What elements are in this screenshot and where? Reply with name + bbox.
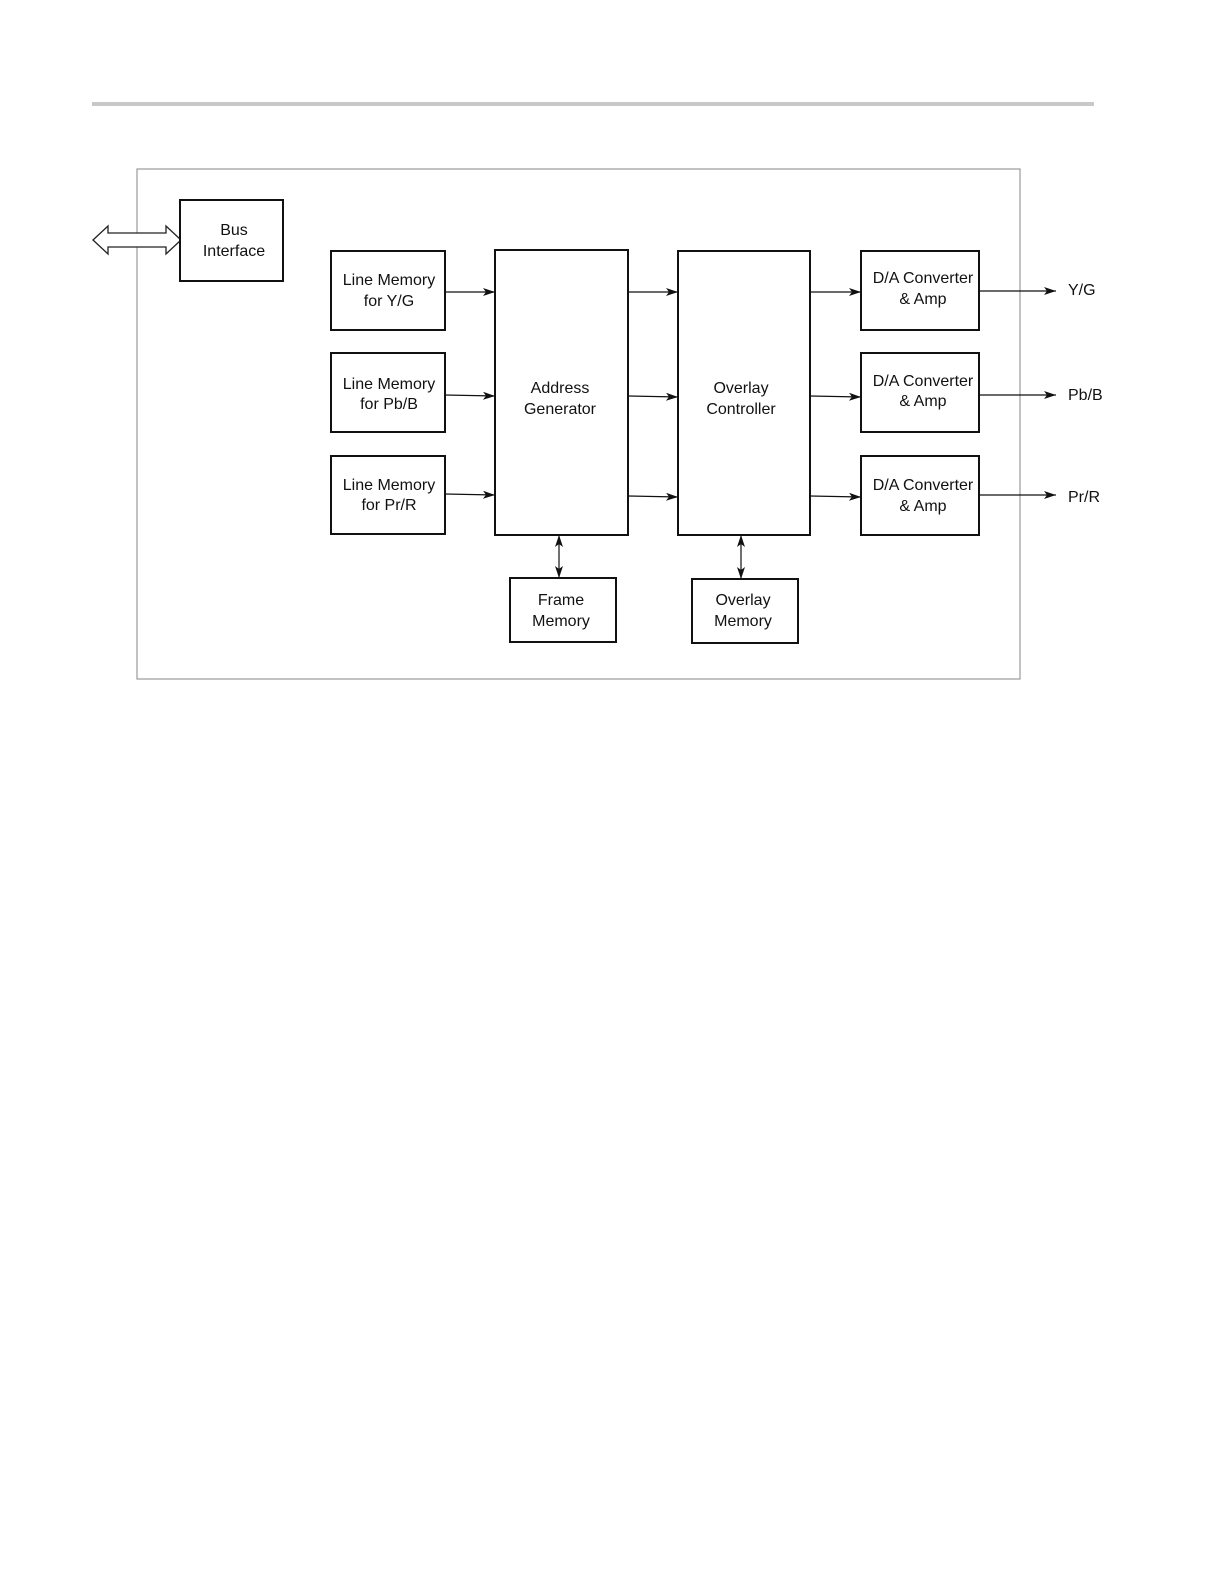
overlay-controller-label-2: Controller bbox=[706, 401, 776, 418]
arrow-ovl-to-dac-prr bbox=[810, 496, 861, 497]
line-memory-yg-block: Line Memory for Y/G bbox=[331, 251, 445, 330]
dac-prr-label-1: D/A Converter bbox=[873, 477, 974, 494]
arrow-lm-prr-to-addr bbox=[445, 494, 495, 495]
arrow-addr-to-ovl-3 bbox=[628, 496, 678, 497]
dac-pbb-label-1: D/A Converter bbox=[873, 373, 974, 390]
line-memory-prr-label-1: Line Memory bbox=[343, 477, 435, 494]
output-label-prr: Pr/R bbox=[1068, 489, 1100, 506]
arrow-lm-pbb-to-addr bbox=[445, 395, 495, 396]
line-memory-yg-label-1: Line Memory bbox=[343, 272, 435, 289]
overlay-controller-block: Overlay Controller bbox=[678, 251, 810, 535]
address-generator-label-1: Address bbox=[531, 380, 590, 397]
frame-memory-label-1: Frame bbox=[538, 592, 584, 609]
bus-interface-label-2: Interface bbox=[203, 243, 265, 260]
address-generator-block: Address Generator bbox=[495, 250, 628, 535]
line-memory-pbb-label-2: for Pb/B bbox=[360, 396, 418, 413]
bus-interface-label-1: Bus bbox=[220, 222, 248, 239]
arrow-addr-to-ovl-2 bbox=[628, 396, 678, 397]
dac-prr-block: D/A Converter & Amp bbox=[861, 456, 979, 535]
line-memory-yg-label-2: for Y/G bbox=[364, 293, 414, 310]
output-label-yg: Y/G bbox=[1068, 282, 1096, 299]
dac-pbb-label-2: & Amp bbox=[899, 393, 946, 410]
dac-prr-label-2: & Amp bbox=[899, 498, 946, 515]
frame-memory-block: Frame Memory bbox=[510, 578, 616, 642]
dac-yg-label-1: D/A Converter bbox=[873, 270, 974, 287]
dac-pbb-block: D/A Converter & Amp bbox=[861, 353, 979, 432]
output-label-pbb: Pb/B bbox=[1068, 387, 1103, 404]
bus-interface-block: Bus Interface bbox=[180, 200, 283, 281]
address-generator-label-2: Generator bbox=[524, 401, 597, 418]
line-memory-prr-block: Line Memory for Pr/R bbox=[331, 456, 445, 534]
frame-memory-label-2: Memory bbox=[532, 613, 590, 630]
overlay-memory-block: Overlay Memory bbox=[692, 579, 798, 643]
overlay-memory-label-1: Overlay bbox=[715, 592, 770, 609]
arrow-ovl-to-dac-pbb bbox=[810, 396, 861, 397]
dac-yg-block: D/A Converter & Amp bbox=[861, 251, 979, 330]
dac-yg-label-2: & Amp bbox=[899, 291, 946, 308]
line-memory-prr-label-2: for Pr/R bbox=[361, 497, 416, 514]
line-memory-pbb-block: Line Memory for Pb/B bbox=[331, 353, 445, 432]
line-memory-pbb-label-1: Line Memory bbox=[343, 376, 435, 393]
overlay-memory-label-2: Memory bbox=[714, 613, 772, 630]
overlay-controller-label-1: Overlay bbox=[713, 380, 768, 397]
